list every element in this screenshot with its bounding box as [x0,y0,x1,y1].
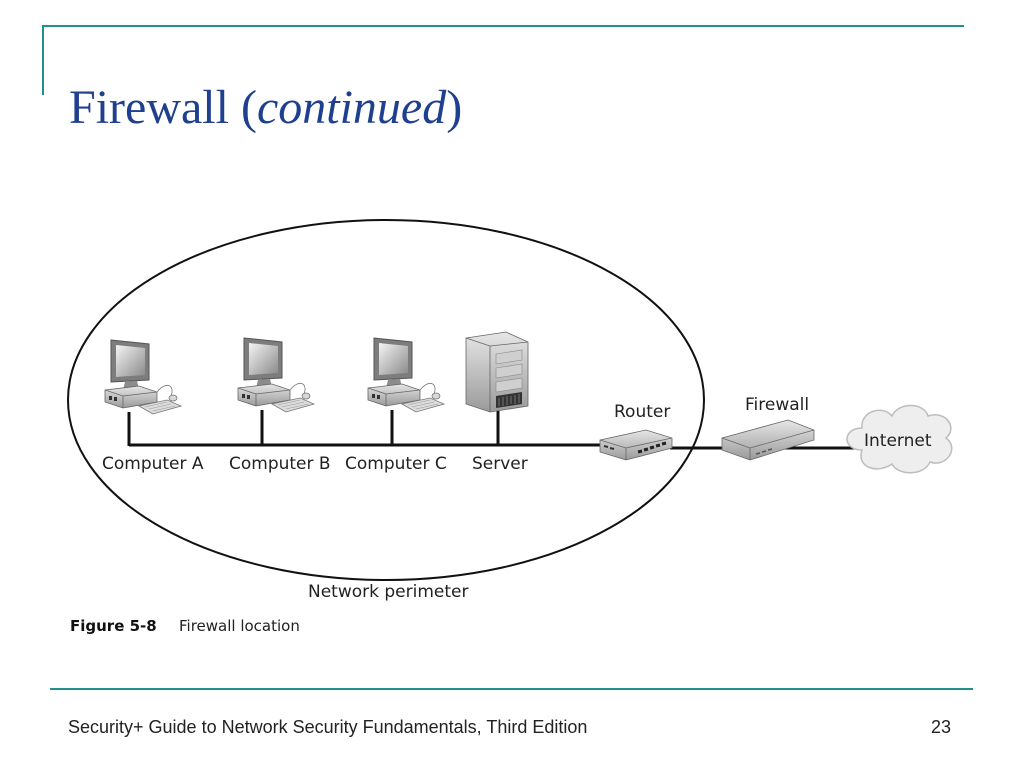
title-italic-text: continued [256,81,447,134]
computer-c-label: Computer C [345,454,447,474]
server-label: Server [472,454,528,474]
computer-icon [104,339,182,415]
router-icon [599,429,673,461]
footer-title: Security+ Guide to Network Security Fund… [68,717,588,737]
computer-icon [367,337,445,413]
top-rule [42,25,964,27]
title-close-paren: ) [446,81,463,134]
network-perimeter-label: Network perimeter [308,582,468,602]
cloud-icon [846,404,953,474]
slide-title: Firewall (continued) [69,84,462,132]
figure-number: Figure 5-8 [70,617,157,635]
left-rule [42,25,44,95]
network-drop-lines [127,405,500,446]
internet-label: Internet [864,431,932,451]
server-icon [465,331,529,413]
router-label: Router [614,402,670,422]
figure-caption: Firewall location [179,617,300,635]
computer-b-label: Computer B [229,454,331,474]
page-number: 23 [931,717,952,737]
computer-icon [237,337,315,413]
network-perimeter-ellipse [67,219,705,581]
firewall-label: Firewall [745,395,809,415]
firewall-icon [721,419,815,461]
bottom-rule [50,688,973,690]
title-text: Firewall ( [69,81,257,134]
computer-a-label: Computer A [102,454,204,474]
